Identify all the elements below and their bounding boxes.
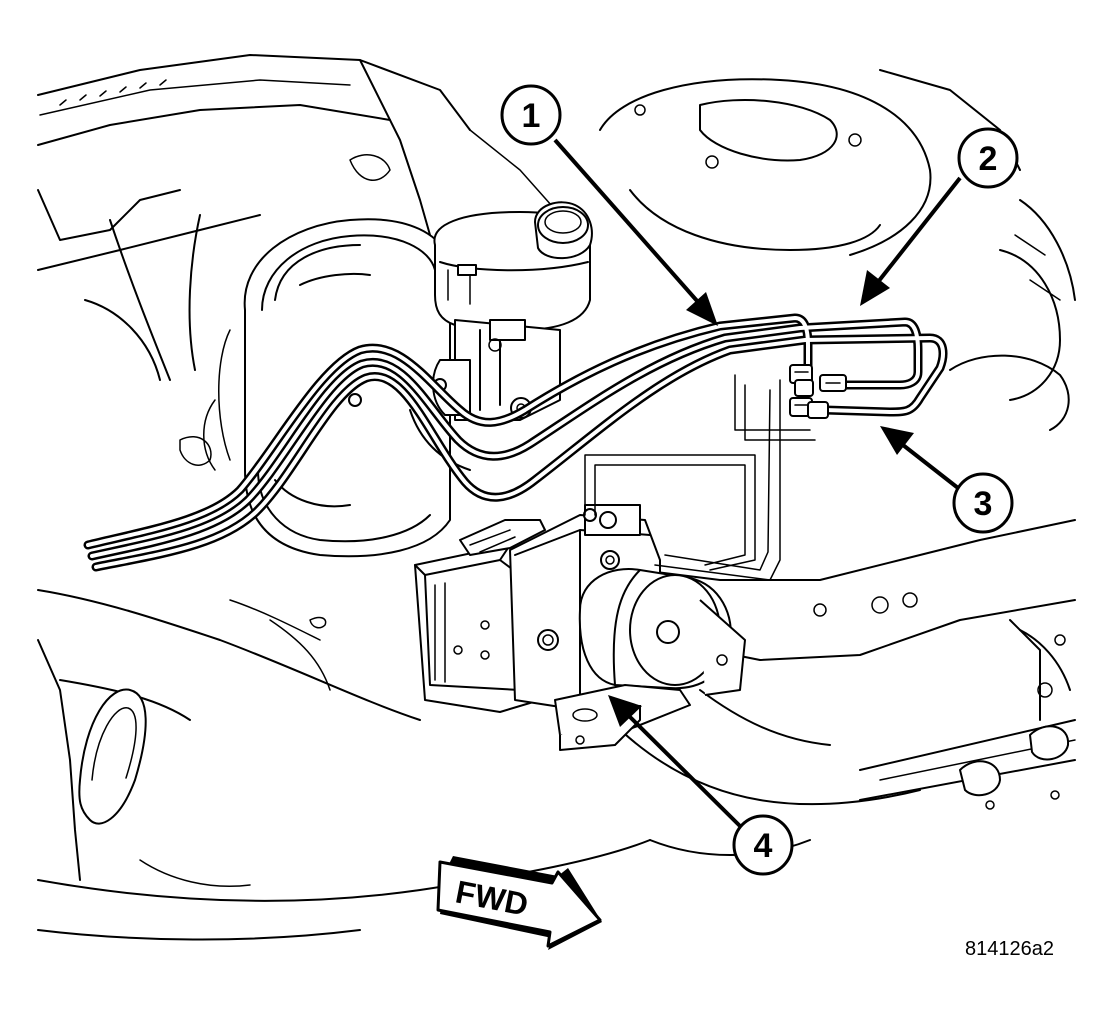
callout-1: 1 bbox=[500, 84, 562, 146]
callout-2: 2 bbox=[957, 127, 1019, 189]
brake-lines-rear-outline bbox=[584, 374, 816, 581]
callouts: 1 2 3 4 bbox=[500, 84, 1019, 876]
callout-2-leader bbox=[860, 176, 962, 306]
callout-1-label: 1 bbox=[522, 97, 541, 135]
callout-3: 3 bbox=[952, 472, 1014, 534]
brake-tube-bundle bbox=[83, 313, 948, 572]
callout-4-leader bbox=[608, 695, 744, 830]
vehicle-body-structure bbox=[37, 54, 1076, 941]
callout-4-label: 4 bbox=[754, 827, 773, 865]
tube-fittings bbox=[789, 364, 847, 419]
abs-hydraulic-control-unit bbox=[414, 504, 746, 751]
master-cylinder-reservoir bbox=[348, 201, 593, 471]
callout-3-label: 3 bbox=[974, 485, 993, 523]
brake-tube-b bbox=[90, 320, 920, 558]
figure-code: 814126a2 bbox=[965, 938, 1054, 960]
callout-1-leader bbox=[553, 138, 718, 326]
callout-3-leader bbox=[880, 426, 960, 490]
brake-tube-a bbox=[86, 316, 810, 547]
brake-tube-c bbox=[94, 336, 945, 569]
callout-4: 4 bbox=[732, 814, 794, 876]
forward-direction-arrow: FWD bbox=[436, 856, 602, 950]
callout-2-label: 2 bbox=[979, 140, 998, 178]
